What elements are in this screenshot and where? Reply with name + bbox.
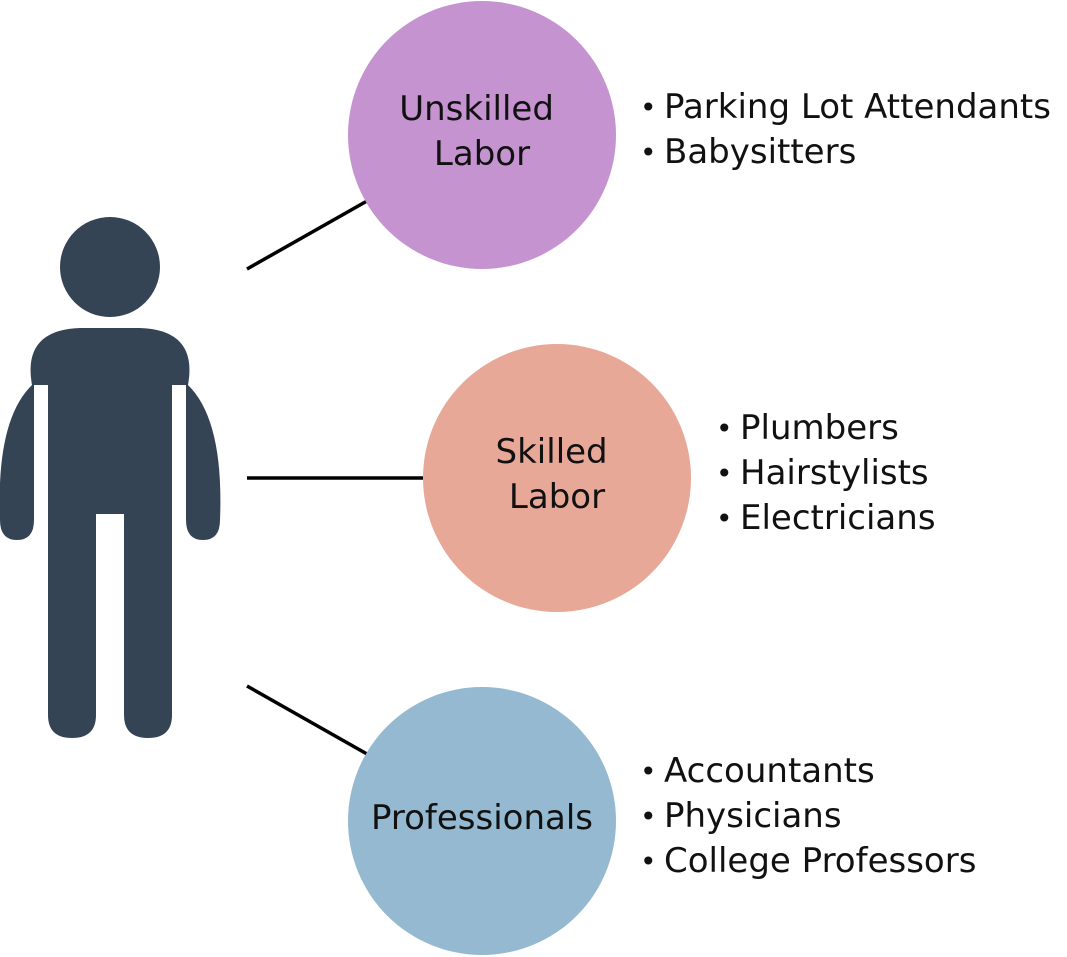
person-icon bbox=[0, 217, 221, 738]
category-circle-skilled bbox=[423, 344, 691, 612]
list-item: College Professors bbox=[640, 839, 976, 884]
connector-line-professionals bbox=[246, 684, 368, 756]
examples-list-unskilled: Parking Lot Attendants Babysitters bbox=[640, 85, 1051, 175]
category-label-professionals: Professionals bbox=[371, 798, 593, 838]
category-label-unskilled: Unskilled Labor bbox=[399, 89, 565, 174]
category-node-unskilled: Unskilled Labor bbox=[348, 1, 616, 269]
list-item: Parking Lot Attendants bbox=[640, 85, 1051, 130]
list-item: Hairstylists bbox=[716, 451, 936, 496]
examples-list-professionals: Accountants Physicians College Professor… bbox=[640, 749, 976, 884]
category-label-skilled: Skilled Labor bbox=[496, 432, 619, 517]
category-circle-unskilled bbox=[348, 1, 616, 269]
connector-line-unskilled bbox=[246, 199, 368, 271]
list-item: Electricians bbox=[716, 496, 936, 541]
category-node-professionals: Professionals bbox=[348, 687, 616, 955]
list-item: Plumbers bbox=[716, 406, 936, 451]
category-circle-professionals bbox=[348, 687, 616, 955]
list-item: Babysitters bbox=[640, 130, 1051, 175]
list-item: Accountants bbox=[640, 749, 976, 794]
examples-list-skilled: Plumbers Hairstylists Electricians bbox=[716, 406, 936, 541]
category-node-skilled: Skilled Labor bbox=[423, 344, 691, 612]
list-item: Physicians bbox=[640, 794, 976, 839]
